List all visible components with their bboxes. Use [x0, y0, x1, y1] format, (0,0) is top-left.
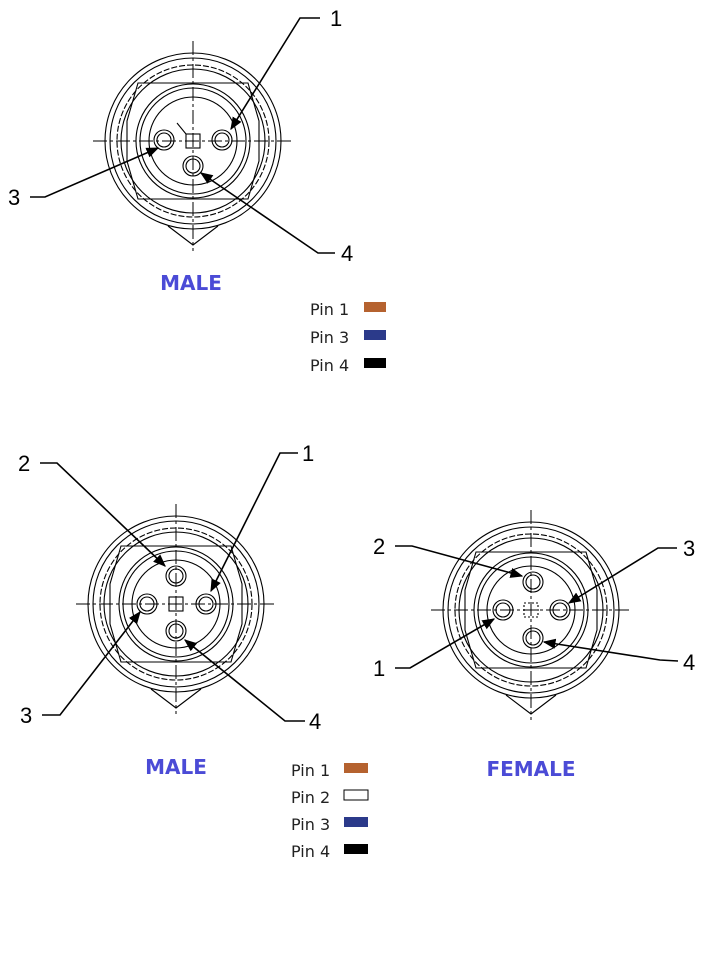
legend-swatch-pin-3 — [364, 330, 386, 340]
pin-label-1: 1 — [302, 441, 314, 466]
legend-label: Pin 1 — [310, 300, 349, 319]
pin-1 — [211, 129, 233, 151]
legend-swatch-pin-4 — [344, 844, 368, 854]
pin-4 — [522, 627, 544, 649]
pin-label-2: 2 — [373, 534, 385, 559]
pin-label-3: 3 — [683, 536, 695, 561]
legend-swatch-pin-2 — [343, 789, 369, 801]
legend-label: Pin 4 — [310, 356, 349, 375]
pin-label-4: 4 — [683, 650, 695, 675]
legend-swatch-pin-1 — [344, 763, 368, 773]
pin-label-1: 1 — [330, 6, 342, 31]
legend-1: Pin 1 Pin 3 Pin 4 — [310, 300, 386, 375]
pin-label-3: 3 — [8, 185, 20, 210]
diagram-title-male: MALE — [160, 271, 222, 295]
legend-2: Pin 1 Pin 2 Pin 3 Pin 4 — [291, 761, 369, 861]
pin-label-1: 1 — [373, 656, 385, 681]
legend-label: Pin 4 — [291, 842, 330, 861]
pin-label-3: 3 — [20, 703, 32, 728]
legend-label: Pin 2 — [291, 788, 330, 807]
pin-label-2: 2 — [18, 451, 30, 476]
legend-label: Pin 1 — [291, 761, 330, 780]
pin-label-4: 4 — [309, 709, 321, 734]
diagram-title-female: FEMALE — [486, 757, 575, 781]
legend-swatch-pin-1 — [364, 302, 386, 312]
legend-swatch-pin-4 — [364, 358, 386, 368]
female-connector-4pin: 2 3 1 4 — [373, 509, 695, 721]
pin-2 — [522, 571, 544, 593]
male-connector-3pin: 1 3 4 — [8, 6, 353, 266]
legend-swatch-pin-3 — [344, 817, 368, 827]
diagram-title-male-2: MALE — [145, 755, 207, 779]
legend-label: Pin 3 — [291, 815, 330, 834]
pin-3 — [153, 129, 175, 151]
legend-label: Pin 3 — [310, 328, 349, 347]
pin-1 — [195, 593, 217, 615]
male-connector-4pin: 2 1 3 4 — [18, 441, 321, 734]
pin-label-4: 4 — [341, 241, 353, 266]
